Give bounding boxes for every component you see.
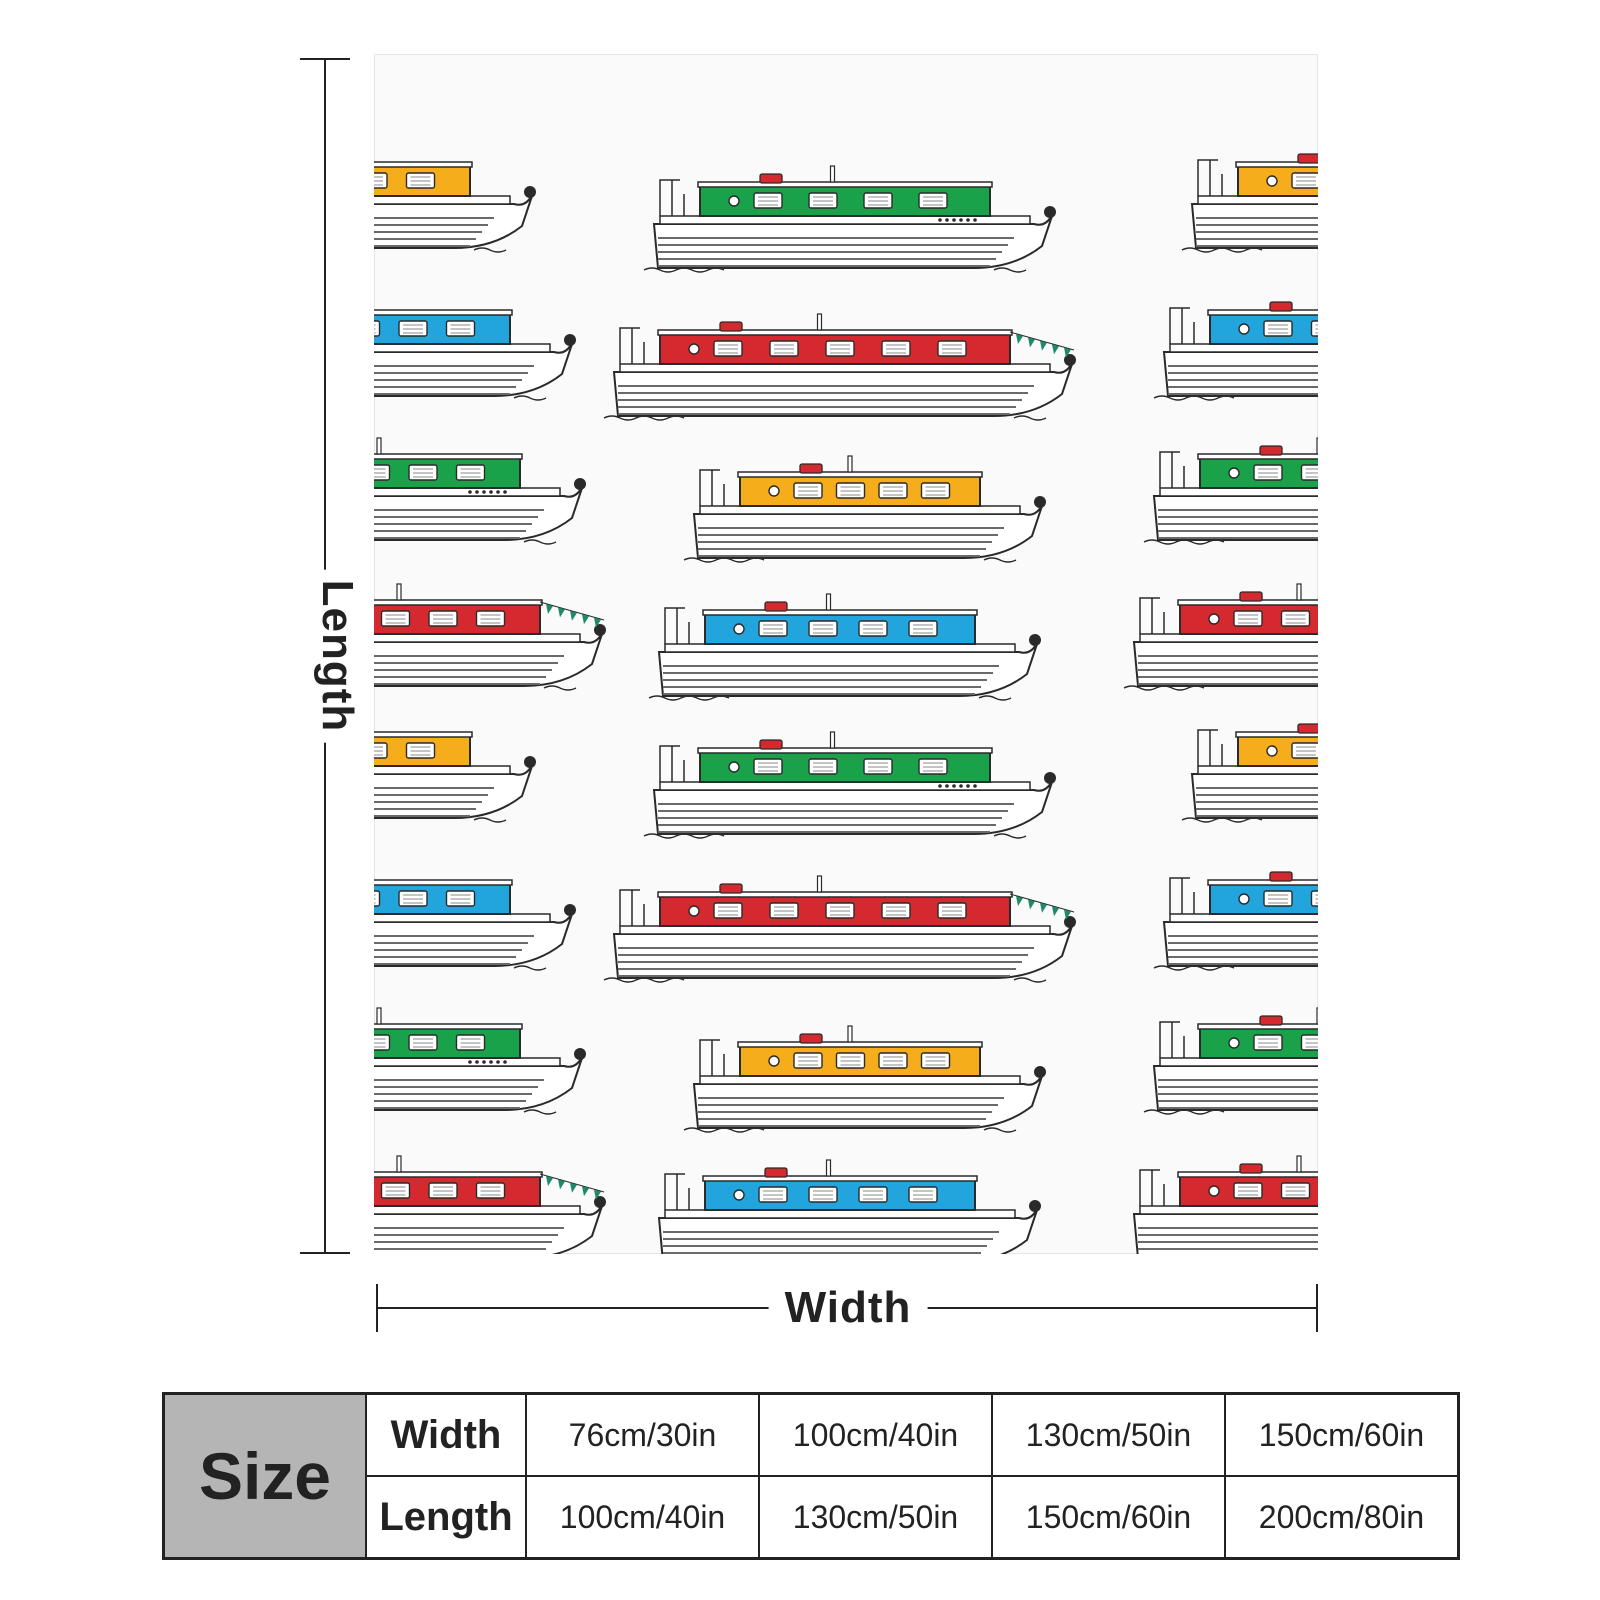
length-row-label: Length [365,1475,527,1560]
narrowboat-icon [1153,871,1318,971]
narrowboat-icon [1143,437,1318,545]
length-top-tick [300,58,350,60]
narrowboat-icon [683,455,1046,563]
narrowboat-icon [1132,1155,1318,1254]
narrowboat-icon [1181,153,1318,253]
blanket-print [374,54,1318,1254]
width-value-4: 150cm/60in [1224,1392,1460,1477]
narrowboat-icon [657,1159,1041,1254]
narrowboat-icon [643,731,1056,839]
narrowboat-icon [643,165,1056,273]
length-value-4: 200cm/80in [1224,1475,1460,1560]
size-table: Size Width 76cm/30in 100cm/40in 130cm/50… [162,1392,1460,1560]
width-right-tick [1316,1284,1318,1332]
narrowboat-icon [374,1007,586,1115]
length-bottom-tick [300,1252,350,1254]
narrowboat-icon [374,879,576,971]
length-value-1: 100cm/40in [525,1475,760,1560]
narrowboat-icon [1181,723,1318,823]
width-row-label: Width [365,1392,527,1477]
length-value-3: 150cm/60in [991,1475,1226,1560]
narrowboat-icon [1123,583,1318,691]
narrowboat-icon [1143,1007,1318,1115]
size-table-row-length: Length 100cm/40in 130cm/50in 150cm/60in … [164,1475,1460,1560]
narrowboat-pattern [374,153,1318,1254]
narrowboat-icon [374,731,536,823]
narrowboat-icon [648,593,1041,701]
narrowboat-icon [374,161,536,253]
width-left-tick [376,1284,378,1332]
length-value-2: 130cm/50in [758,1475,993,1560]
size-header: Size [162,1392,367,1560]
narrowboat-icon [1153,301,1318,401]
narrowboat-icon [603,875,1076,983]
width-value-2: 100cm/40in [758,1392,993,1477]
narrowboat-icon [374,583,606,691]
width-value-3: 130cm/50in [991,1392,1226,1477]
length-label: Length [313,569,362,743]
narrowboat-icon [374,437,586,545]
narrowboat-icon [683,1025,1046,1133]
narrowboat-icon [374,1155,606,1254]
narrowboat-icon [603,313,1076,421]
narrowboat-icon [374,309,576,401]
width-label: Width [768,1286,928,1330]
size-table-row-width: Size Width 76cm/30in 100cm/40in 130cm/50… [162,1392,1460,1560]
width-value-1: 76cm/30in [525,1392,760,1477]
